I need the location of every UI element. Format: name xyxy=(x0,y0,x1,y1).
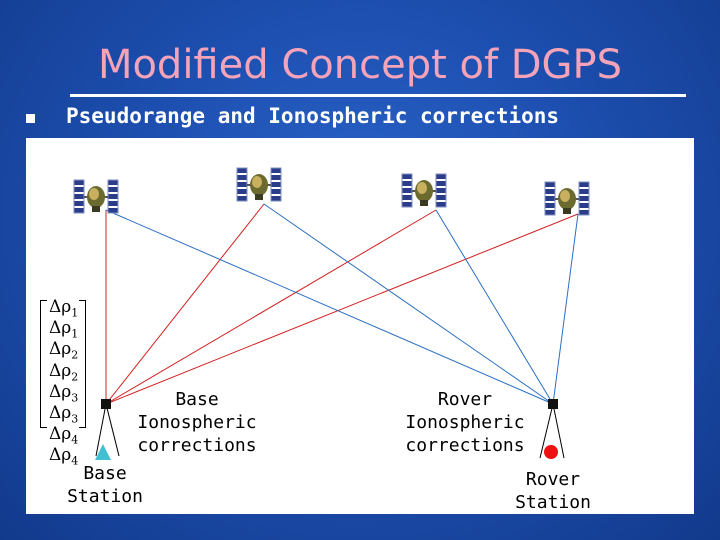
satellite-icon xyxy=(73,179,119,214)
bullet-square-icon xyxy=(26,114,35,123)
matrix-row: Δρ4 xyxy=(49,424,79,447)
satellite-icon xyxy=(544,181,590,216)
base-corrections-label: Base Ionospheric corrections xyxy=(137,389,257,456)
base-rays xyxy=(105,203,579,405)
rover-rays xyxy=(105,203,579,405)
slide-title: Modified Concept of DGPS xyxy=(97,42,623,88)
diagram-panel: Δρ1 Δρ1 Δρ2 Δρ2 Δρ3 Δρ3 Δρ4 Δρ4 Base Ion… xyxy=(26,138,694,514)
pseudorange-correction-matrix: Δρ1 Δρ1 Δρ2 Δρ2 Δρ3 Δρ3 Δρ4 Δρ4 xyxy=(40,297,86,468)
rover-receiver-icon xyxy=(548,399,558,409)
matrix-row: Δρ3 xyxy=(49,402,79,426)
matrix-row: Δρ1 xyxy=(49,318,79,341)
rover-station-circle-icon xyxy=(544,445,558,459)
rover-station-label: Rover Station xyxy=(515,469,591,513)
diagram-canvas xyxy=(73,167,590,460)
satellite-icon xyxy=(401,173,447,208)
base-station-triangle-icon xyxy=(95,444,111,460)
matrix-row: Δρ2 xyxy=(49,360,79,383)
base-station-label: Base Station xyxy=(67,463,143,507)
rover-corrections-label: Rover Ionospheric corrections xyxy=(405,389,525,456)
satellite-icon xyxy=(236,167,282,202)
matrix-row: Δρ4 xyxy=(49,445,79,468)
matrix-right-bracket xyxy=(79,300,86,428)
bullet-text: Pseudorange and Ionospheric corrections xyxy=(66,104,560,128)
matrix-left-bracket xyxy=(40,300,47,428)
base-receiver-icon xyxy=(101,399,111,409)
matrix-row: Δρ2 xyxy=(49,339,79,362)
title-divider xyxy=(70,94,686,97)
matrix-row: Δρ1 xyxy=(49,297,79,320)
matrix-row: Δρ3 xyxy=(49,381,79,405)
